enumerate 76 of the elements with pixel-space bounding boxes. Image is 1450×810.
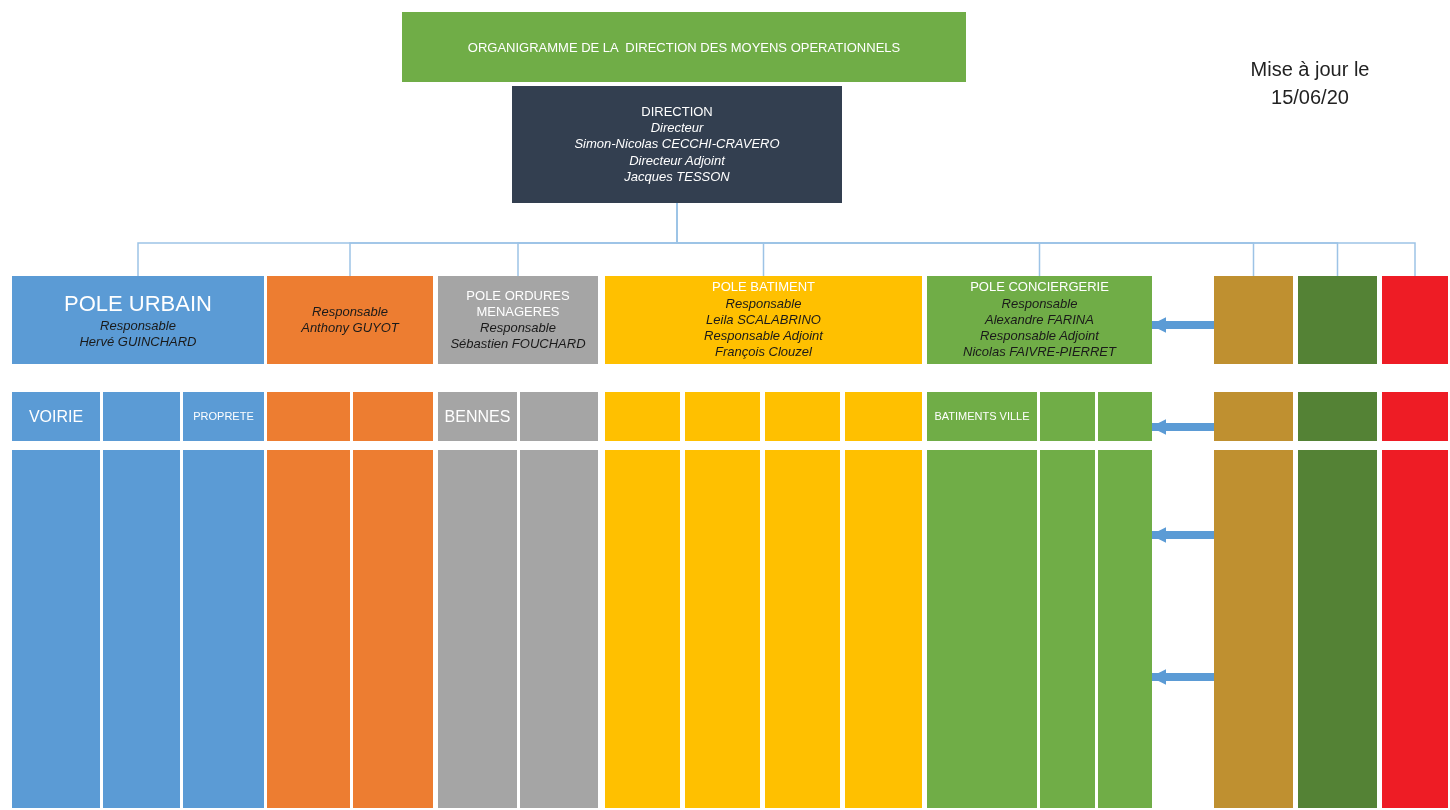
service-box (845, 392, 922, 441)
box-heading: POLE CONCIERGERIE (970, 279, 1109, 296)
arrow (1150, 527, 1214, 543)
staff-column (685, 450, 760, 808)
service-box (438, 392, 517, 441)
staff-column (267, 450, 350, 808)
box-text: Directeur (650, 120, 704, 137)
box-heading: POLE BATIMENT (711, 279, 816, 296)
staff-column (183, 450, 264, 808)
pole-box (1214, 276, 1293, 364)
box-heading: POLE ORDURES MENAGERES (465, 287, 571, 320)
service-box (1214, 392, 1293, 441)
pole-box (12, 276, 264, 364)
box-text: Sébastien FOUCHARD (450, 336, 586, 353)
service-box (267, 392, 350, 441)
staff-column (1382, 450, 1448, 808)
service-box (12, 392, 100, 441)
service-box (605, 392, 680, 441)
box-text: Responsable Adjoint (980, 328, 1099, 345)
box-text: Responsable (480, 320, 556, 337)
box-text: Simon-Nicolas CECCHI-CRAVERO (574, 136, 780, 153)
pole-box (438, 276, 598, 364)
pole-box (605, 276, 922, 364)
box-text: Anthony GUYOT (301, 320, 399, 337)
service-box (765, 392, 840, 441)
staff-column (103, 450, 180, 808)
staff-column (438, 450, 517, 808)
box-text: Responsable Adjoint (704, 328, 823, 345)
service-box (520, 392, 598, 441)
box-heading: DIRECTION (641, 103, 713, 121)
direction-box (512, 86, 842, 203)
box-text: Jacques TESSON (624, 168, 730, 186)
service-box (1298, 392, 1377, 441)
service-box (183, 392, 264, 441)
title-banner: ORGANIGRAMME DE LA DIRECTION DES MOYENS OPERATIONNELS (402, 12, 966, 82)
service-box (927, 392, 1037, 441)
arrow (1150, 419, 1214, 435)
staff-column (353, 450, 433, 808)
box-text: Hervé GUINCHARD (79, 333, 197, 350)
arrow (1150, 669, 1214, 685)
box-text: Responsable (100, 317, 176, 334)
service-box (353, 392, 433, 441)
staff-column (1098, 450, 1152, 808)
box-text: BENNES (444, 406, 511, 427)
box-text: BATIMENTS VILLE (934, 409, 1030, 424)
staff-column (1298, 450, 1377, 808)
box-text: Directeur Adjoint (629, 152, 725, 169)
staff-column (845, 450, 922, 808)
box-text: Alexandre FARINA (985, 311, 1094, 329)
box-text: Nicolas FAIVRE-PIERRET (963, 344, 1116, 361)
staff-column (927, 450, 1037, 808)
pole-box (1382, 276, 1448, 364)
staff-column (765, 450, 840, 808)
pole-box (927, 276, 1152, 364)
service-box (1040, 392, 1095, 441)
box-text: VOIRIE (28, 406, 84, 427)
service-box (685, 392, 760, 441)
staff-column (12, 450, 100, 808)
box-heading: POLE URBAIN (64, 290, 212, 318)
service-box (1382, 392, 1448, 441)
staff-column (1040, 450, 1095, 808)
update-note: Mise à jour le 15/06/20 (1249, 57, 1371, 110)
box-text: Responsable (725, 295, 802, 312)
pole-box (267, 276, 433, 364)
service-box (1098, 392, 1152, 441)
box-text: François Clouzel (715, 344, 812, 361)
staff-column (520, 450, 598, 808)
service-box (103, 392, 180, 441)
staff-column (1214, 450, 1293, 808)
box-text: Responsable (312, 303, 388, 320)
box-text: Responsable (1001, 295, 1078, 312)
staff-column (605, 450, 680, 808)
pole-box (1298, 276, 1377, 364)
box-text: Leila SCALABRINO (706, 311, 821, 329)
arrow (1150, 317, 1214, 333)
box-text: PROPRETE (193, 409, 254, 424)
